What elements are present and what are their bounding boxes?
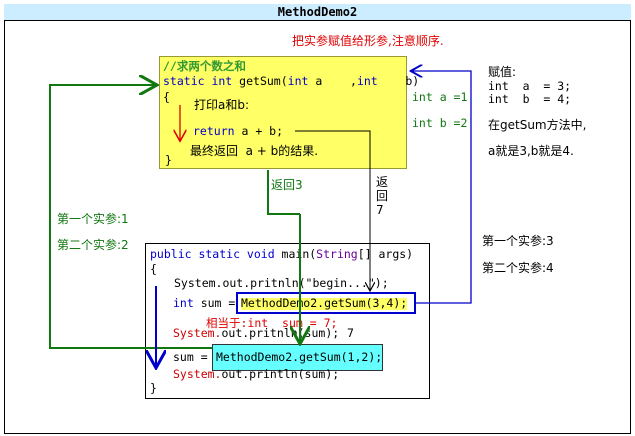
black-arrow-return-7 [295, 130, 370, 290]
return-7-char1: 返 [376, 175, 389, 189]
meaning-note: a就是3,b就是4. [488, 144, 574, 158]
main-keyword: public static void [150, 247, 275, 261]
param-type-b: int [356, 74, 378, 88]
method-comment: //求两个数之和 [163, 59, 246, 73]
assign-b: int b = 4; [488, 92, 572, 106]
assign-a: int a = 3; [488, 79, 572, 93]
arg2-right-note: 第二个实参:4 [482, 261, 554, 275]
param-b: b) [377, 74, 420, 88]
return-keyword: return [193, 124, 235, 138]
header-note: 把实参赋值给形参,注意顺序. [292, 34, 444, 48]
seven-label: 7 [347, 326, 354, 340]
equivalent-note: 相当于:int sum = 7; [206, 316, 338, 330]
int-keyword: int [173, 296, 194, 310]
green-arrow-args-left [49, 85, 212, 349]
method-close-brace: } [165, 153, 172, 167]
getsum-call-1-2: MethodDemo2.getSum(1,2); [216, 350, 383, 364]
param-type-a: int [287, 74, 309, 88]
main-open-brace: { [150, 262, 157, 276]
main-name: main( [274, 247, 317, 261]
method-signature: static int getSum(int a ,int b) [163, 74, 420, 88]
window-title: MethodDemo2 [4, 4, 631, 21]
param-a: a [308, 74, 323, 88]
return-3-label: 返回3 [271, 178, 303, 192]
arg2-left-note: 第二个实参:2 [57, 238, 129, 252]
method-open-brace: { [163, 90, 170, 104]
main-method-box [145, 243, 430, 399]
main-close-brace: } [150, 381, 157, 395]
param-a-value: int a =1 [412, 90, 468, 104]
green-arrow-return-3 [267, 170, 300, 215]
main-signature: public static void main(String[] args) [150, 247, 414, 261]
sum-assign: sum = [193, 296, 243, 310]
in-method-note: 在getSum方法中, [488, 118, 587, 132]
final-return-text: 最终返回 a + b的结果. [190, 144, 319, 158]
blue-arrow-args-right [412, 71, 472, 304]
method-name: getSum( [232, 74, 288, 88]
main-sum-assign: sum = [173, 350, 215, 364]
print-ab-text: 打印a和b: [194, 98, 250, 112]
getsum-call-3-4: MethodDemo2.getSum(3,4); [241, 296, 408, 310]
arg1-left-note: 第一个实参:1 [57, 212, 129, 226]
print-rest: out.pritnln(sum); [221, 326, 340, 340]
param-b-value: int b =2 [412, 116, 468, 130]
getsum-method-box [159, 56, 407, 169]
param-comma: , [322, 74, 357, 88]
system-class: System. [173, 326, 222, 340]
return-statement: return a + b; [193, 124, 284, 138]
assign-title: 赋值: [488, 65, 517, 79]
main-param-rest: [] args) [357, 247, 414, 261]
call-box-3-4 [236, 292, 416, 314]
method-keyword: static int [163, 74, 233, 88]
main-print-sum-2: System.out.println(sum); [173, 367, 340, 381]
main-print-begin: System.out.pritnln("begin..."); [174, 276, 389, 290]
main-param-type: String [316, 247, 358, 261]
return-7-char2: 回 [376, 189, 389, 203]
call-box-1-2 [212, 344, 383, 371]
println-rest: out.println(sum); [221, 367, 340, 381]
return-expression: a + b; [234, 124, 284, 138]
main-sum-declaration: int sum = [173, 296, 243, 310]
main-print-sum-1: System.out.pritnln(sum); [173, 326, 340, 340]
system-class-2: System. [173, 367, 222, 381]
arg1-right-note: 第一个实参:3 [482, 234, 554, 248]
return-7-value: 7 [376, 203, 384, 217]
